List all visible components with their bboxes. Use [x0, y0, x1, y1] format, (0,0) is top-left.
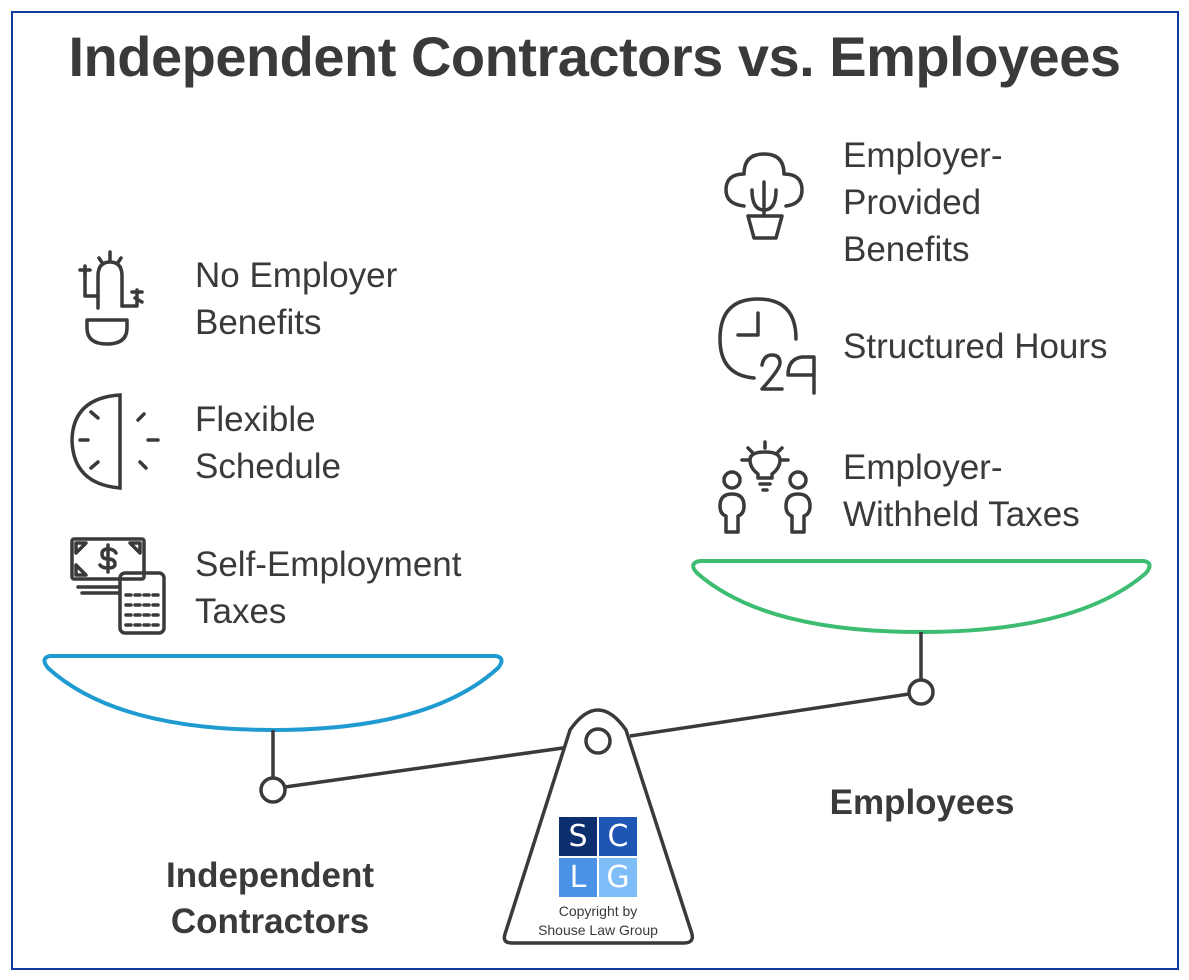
item-label: No Employer: [195, 256, 398, 295]
item-label: Benefits: [843, 230, 970, 269]
item-label: Structured Hours: [843, 327, 1108, 366]
item-label: Employer-: [843, 136, 1003, 175]
item-label: Flexible: [195, 400, 316, 439]
left-item-no-employer-benefits: No Employer Benefits: [195, 252, 397, 346]
item-label: Benefits: [195, 303, 322, 342]
heading-line: Contractors: [170, 902, 370, 941]
left-scale-pan: [42, 654, 504, 732]
potted-tree-icon: [722, 150, 812, 255]
logo-s: S: [559, 817, 597, 856]
heading-line: Independent: [165, 856, 375, 895]
item-label: Withheld Taxes: [843, 495, 1080, 534]
logo-c: C: [599, 817, 637, 856]
left-item-flexible-schedule: Flexible Schedule: [195, 396, 341, 490]
item-label: Self-Employment: [195, 545, 462, 584]
item-label: Employer-: [843, 448, 1003, 487]
diagram-border: [11, 11, 1179, 970]
copyright-line: Shouse Law Group: [538, 922, 658, 938]
cactus-icon: [75, 248, 165, 348]
people-lightbulb-icon: [716, 440, 816, 540]
copyright-line: Copyright by: [558, 903, 638, 919]
item-label: Taxes: [195, 592, 287, 631]
right-item-structured-hours: Structured Hours: [843, 323, 1108, 370]
money-calculator-icon: [68, 535, 168, 635]
employees-label: Employees: [829, 783, 1015, 822]
fulcrum: [502, 708, 695, 945]
page-title: Independent Contractors vs. Employees: [68, 25, 1121, 88]
logo-g: G: [599, 858, 637, 897]
half-clock-icon: [68, 392, 163, 492]
item-label: Schedule: [195, 447, 341, 486]
logo-l: L: [559, 858, 597, 897]
clock-24-icon: [716, 295, 816, 395]
sclg-logo: S C L G: [559, 817, 637, 897]
left-item-self-employment-taxes: Self-Employment Taxes: [195, 541, 461, 635]
right-scale-pan: [691, 559, 1152, 634]
right-item-employer-withheld-taxes: Employer- Withheld Taxes: [843, 444, 1080, 538]
copyright-text: Copyright by Shouse Law Group: [520, 902, 676, 940]
item-label: Provided: [843, 183, 982, 222]
right-item-employer-provided-benefits: Employer- Provided Benefits: [843, 132, 1002, 273]
independent-contractors-label: Independent Contractors: [130, 853, 410, 945]
